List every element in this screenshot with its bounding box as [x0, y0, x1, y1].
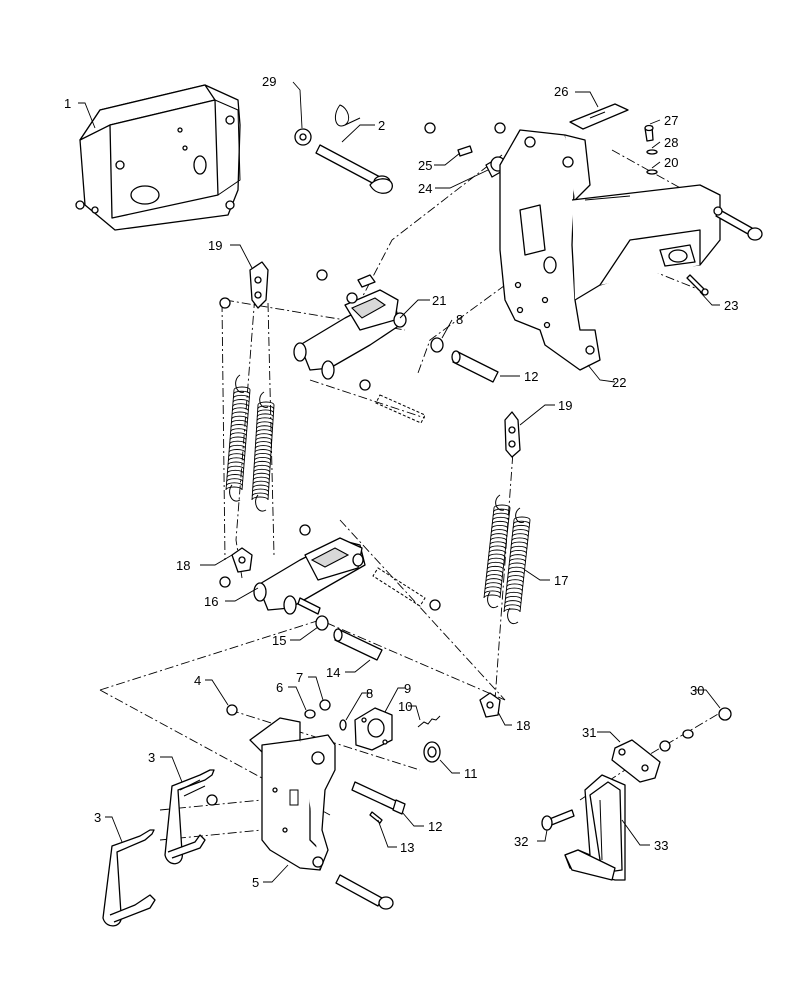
spring-outline [225, 389, 251, 491]
spring-left-pair [225, 374, 275, 512]
part-15-bushing [315, 615, 329, 631]
callout-29: 29 [262, 74, 276, 89]
part-25-pin [457, 145, 473, 157]
part-23-bolt [686, 274, 709, 296]
part-30-nut-washers [659, 707, 732, 752]
part-9-flange-bearing [354, 707, 393, 751]
bolt-bottom [335, 874, 394, 910]
part-14-rod [333, 628, 383, 661]
part-8-bushing-upper [430, 337, 444, 353]
callout-4: 4 [194, 673, 201, 688]
callout-10: 10 [398, 699, 412, 714]
callout-18-left: 18 [176, 558, 190, 573]
callout-8-lower: 8 [366, 686, 373, 701]
callout-22: 22 [612, 375, 626, 390]
spring-outline [251, 404, 275, 501]
callout-12-lower: 12 [428, 819, 442, 834]
part-5-latch-bracket [249, 717, 336, 871]
callout-17: 17 [554, 573, 568, 588]
part-12-bolt-lower [351, 781, 406, 815]
callout-3-upper: 3 [148, 750, 155, 765]
callout-32: 32 [514, 834, 528, 849]
callout-labels: 1 29 2 26 27 28 20 25 24 19 21 8 12 23 2… [64, 74, 738, 890]
part-4-nut [226, 704, 238, 716]
callout-3-lower: 3 [94, 810, 101, 825]
callout-14: 14 [326, 665, 340, 680]
callout-28: 28 [664, 135, 678, 150]
callout-27: 27 [664, 113, 678, 128]
part-11-bushing [423, 741, 441, 763]
callout-26: 26 [554, 84, 568, 99]
callout-8-upper: 8 [456, 312, 463, 327]
spring-coil [503, 516, 531, 613]
part-29-washer [294, 128, 312, 146]
part-26-plate [569, 103, 629, 130]
bolt-right [713, 206, 763, 241]
part-28-washer [646, 149, 658, 155]
callout-25: 25 [418, 158, 432, 173]
part-3-u-bolt-upper [164, 769, 215, 865]
leader-lines [78, 81, 721, 883]
callout-7: 7 [296, 670, 303, 685]
ghost-rod-lower [372, 567, 441, 611]
nut-lower-left [206, 794, 218, 806]
part-22-main-frame [499, 129, 721, 371]
callout-1: 1 [64, 96, 71, 111]
part-13-screw [369, 811, 383, 824]
spring-outline [503, 519, 531, 613]
callout-19-upper: 19 [208, 238, 222, 253]
callout-9: 9 [404, 681, 411, 696]
part-27-bolt [644, 124, 654, 142]
callout-12-upper: 12 [524, 369, 538, 384]
part-6-washer [304, 709, 316, 719]
callout-24: 24 [418, 181, 432, 196]
part-16-lower-link [253, 524, 366, 615]
nut-upper-left [219, 297, 231, 309]
part-19-spring-anchor-lower [504, 411, 521, 458]
part-31-latch-plate [611, 739, 661, 783]
callout-30: 30 [690, 683, 704, 698]
callout-20: 20 [664, 155, 678, 170]
part-1-mounting-bracket [75, 84, 241, 231]
callout-15: 15 [272, 633, 286, 648]
spring-coil [483, 504, 511, 599]
part-20-washer [646, 169, 658, 175]
callout-31: 31 [582, 725, 596, 740]
part-17-springs [483, 494, 531, 624]
callout-2: 2 [378, 118, 385, 133]
part-32-bolt [541, 809, 575, 831]
part-3-u-bolt-lower [102, 829, 156, 927]
callout-11: 11 [464, 766, 478, 781]
callout-13: 13 [400, 840, 414, 855]
callout-6: 6 [276, 680, 283, 695]
part-19-spring-anchor-upper [249, 261, 269, 309]
ghost-rod-upper [359, 379, 426, 424]
nuts-top [424, 122, 506, 134]
callout-18-right: 18 [516, 718, 530, 733]
part-18-clip-right [479, 692, 501, 718]
part-10-spring-pin [417, 715, 441, 728]
spring-coil [225, 386, 251, 491]
callout-16: 16 [204, 594, 218, 609]
spring-coil [251, 401, 275, 501]
callout-19-lower: 19 [558, 398, 572, 413]
callout-33: 33 [654, 838, 668, 853]
part-18-clip-left [219, 547, 253, 588]
part-33-holster-bracket [564, 774, 626, 881]
part-7-nut [319, 699, 331, 711]
part-12-rod-upper [451, 350, 499, 383]
callout-21: 21 [432, 293, 446, 308]
part-8-bushing-lower [339, 719, 347, 731]
callout-5: 5 [252, 875, 259, 890]
part-2-clevis-pin [315, 104, 393, 194]
callout-23: 23 [724, 298, 738, 313]
spring-outline [483, 507, 511, 599]
part-21-upper-link [293, 269, 407, 380]
